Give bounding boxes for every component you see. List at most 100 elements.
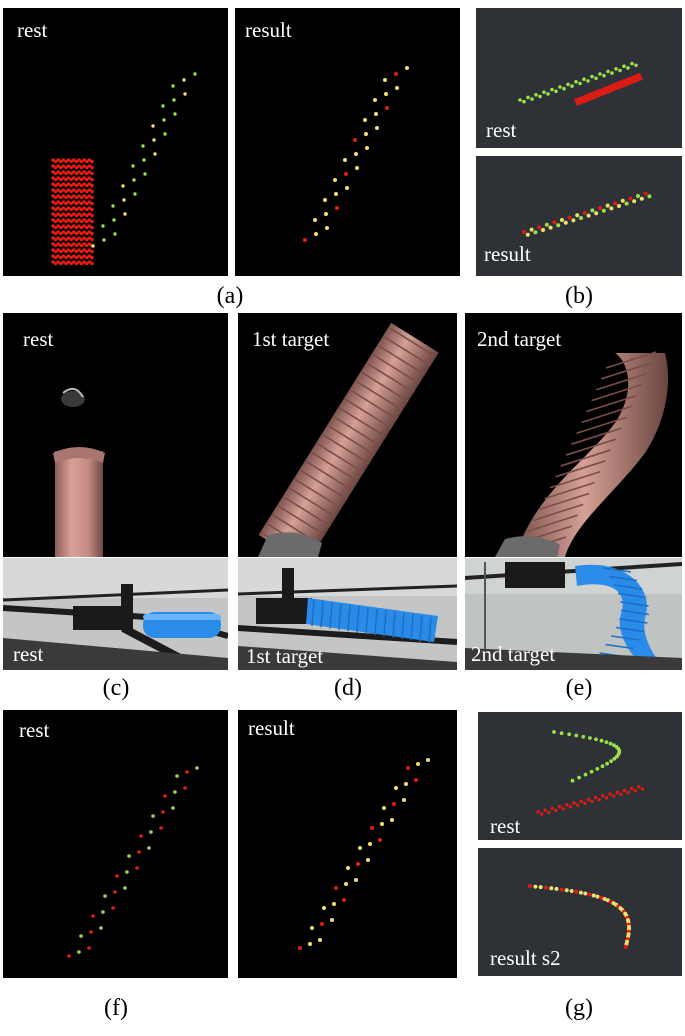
green-marker-dot [91,244,95,248]
red-marker-dot [87,224,92,228]
marker-dot [139,834,143,838]
red-marker-dot [582,99,586,104]
red-marker-dot [69,213,73,218]
red-marker-dot [74,237,79,242]
red-marker-dot [79,231,84,236]
green-marker-dot [604,740,609,744]
panel-a-rest-scatter [51,72,197,266]
red-marker-dot [61,176,66,180]
tube-rib [605,351,657,369]
red-marker-dot [64,189,68,194]
red-marker-dot [74,225,79,230]
red-marker-dot [74,243,79,248]
panel-c-photo: rest [3,558,228,670]
panel-c-sim-render [53,387,105,557]
red-marker-dot [82,224,86,228]
marker-dot [171,806,175,810]
red-marker-dot [69,261,73,266]
red-marker-dot [51,188,55,192]
green-marker-dot [538,94,542,99]
red-marker-dot [79,171,84,176]
red-marker-dot [79,159,84,164]
panel-e-sim: 2nd target [465,313,682,557]
red-marker-dot [557,804,562,809]
green-marker-dot [558,85,562,89]
red-marker-dot [591,96,595,100]
red-marker-dot [565,803,569,807]
red-marker-dot [77,254,81,258]
red-marker-dot [74,231,79,236]
red-marker-dot [575,803,580,807]
green-marker-dot [142,158,146,162]
result-marker-dot [384,92,388,96]
result-marker-dot [343,158,347,162]
result-marker-dot [554,886,559,891]
green-marker-dot [614,754,619,759]
red-marker-dot [59,249,63,254]
result-marker-dot [559,887,564,892]
red-marker-dot [77,182,81,186]
red-marker-dot [59,165,63,170]
red-marker-dot [87,236,92,240]
result-marker-dot [354,152,358,156]
red-marker-dot [82,218,86,222]
panel-c-sim-label: rest [23,327,54,351]
red-marker-dot [82,236,86,240]
red-marker-dot [59,159,63,164]
green-marker-dot [630,61,634,66]
green-marker-dot [606,69,610,74]
red-marker-dot [56,182,60,186]
result-marker-dot [385,106,389,110]
red-marker-dot [66,176,71,180]
red-marker-dot [56,176,60,180]
marker-dot [113,890,117,894]
red-marker-dot [66,230,71,234]
red-marker-dot [87,170,92,174]
tube-rib [360,371,409,403]
result-marker-dot [390,818,394,822]
green-marker-dot [586,79,590,83]
panel-e-sim-render [495,351,669,557]
panel-e-photo-illustration [465,558,682,670]
result-marker-dot [628,196,633,201]
red-marker-dot [77,224,81,228]
green-marker-dot [152,138,156,142]
red-marker-dot [85,171,89,176]
red-marker-dot [64,243,68,248]
bellows-rib [329,602,333,629]
red-marker-dot [77,248,81,252]
red-marker-dot [79,249,84,254]
red-marker-dot [77,176,81,180]
red-marker-dot [90,183,94,188]
tube-rib [299,468,348,500]
red-marker-dot [64,183,68,188]
green-marker-dot [121,184,125,188]
result-marker-dot [537,225,542,230]
red-marker-dot [64,219,68,224]
red-marker-dot [61,230,66,234]
red-marker-dot [82,230,86,234]
red-marker-dot [64,213,68,218]
red-marker-dot [82,170,86,174]
red-marker-dot [579,799,583,803]
result-marker-dot [636,194,640,198]
bellows-rib [320,601,324,628]
red-marker-dot [56,158,60,162]
red-marker-dot [85,177,89,182]
result-marker-dot [344,172,348,176]
red-marker-dot [82,182,86,186]
red-marker-dot [61,218,66,222]
tube-rib [365,362,415,394]
panel-a-result: result [235,8,460,276]
panel-a-result-label: result [245,18,292,42]
red-marker-dot [69,195,73,200]
red-marker-dot [550,806,555,811]
red-marker-dot [85,189,89,194]
red-marker-dot [82,158,86,162]
bellows-rib [605,643,634,650]
red-marker-dot [597,798,601,802]
red-marker-dot [90,207,94,212]
tube-rib [586,394,637,413]
result-marker-dot [330,918,334,922]
red-marker-dot [66,182,71,186]
